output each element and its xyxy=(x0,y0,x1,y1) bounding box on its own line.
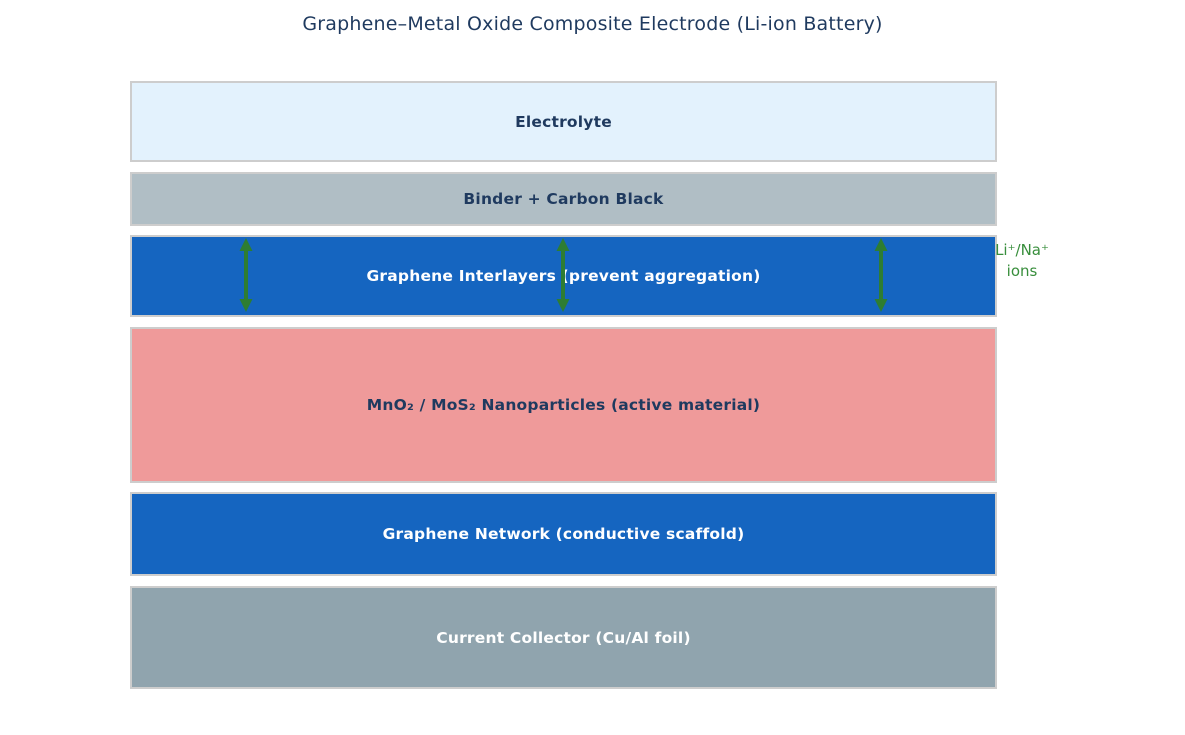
ion-transport-double-arrow-icon xyxy=(239,238,253,312)
layer-graphene-network-label: Graphene Network (conductive scaffold) xyxy=(382,525,745,543)
ion-species-line1: Li⁺/Na⁺ xyxy=(995,241,1049,259)
layer-current-collector-label: Current Collector (Cu/Al foil) xyxy=(436,628,691,647)
layer-binder-carbon-black-label: Binder + Carbon Black xyxy=(463,190,664,208)
layer-electrolyte: Electrolyte xyxy=(130,81,997,162)
layer-current-collector: Current Collector (Cu/Al foil) xyxy=(130,586,997,689)
layer-active-material: MnO₂ / MoS₂ Nanoparticles (active materi… xyxy=(130,327,997,483)
ion-transport-double-arrow-icon xyxy=(556,238,570,312)
ion-transport-double-arrow-icon xyxy=(874,238,888,312)
diagram-title: Graphene–Metal Oxide Composite Electrode… xyxy=(302,13,883,35)
layer-electrolyte-label: Electrolyte xyxy=(515,112,612,131)
layer-active-material-label: MnO₂ / MoS₂ Nanoparticles (active materi… xyxy=(366,396,761,414)
ion-species-annotation: Li⁺/Na⁺ ions xyxy=(972,240,1072,282)
layer-binder-carbon-black: Binder + Carbon Black xyxy=(130,172,997,226)
layer-graphene-network: Graphene Network (conductive scaffold) xyxy=(130,492,997,576)
ion-species-line2: ions xyxy=(1006,262,1038,280)
